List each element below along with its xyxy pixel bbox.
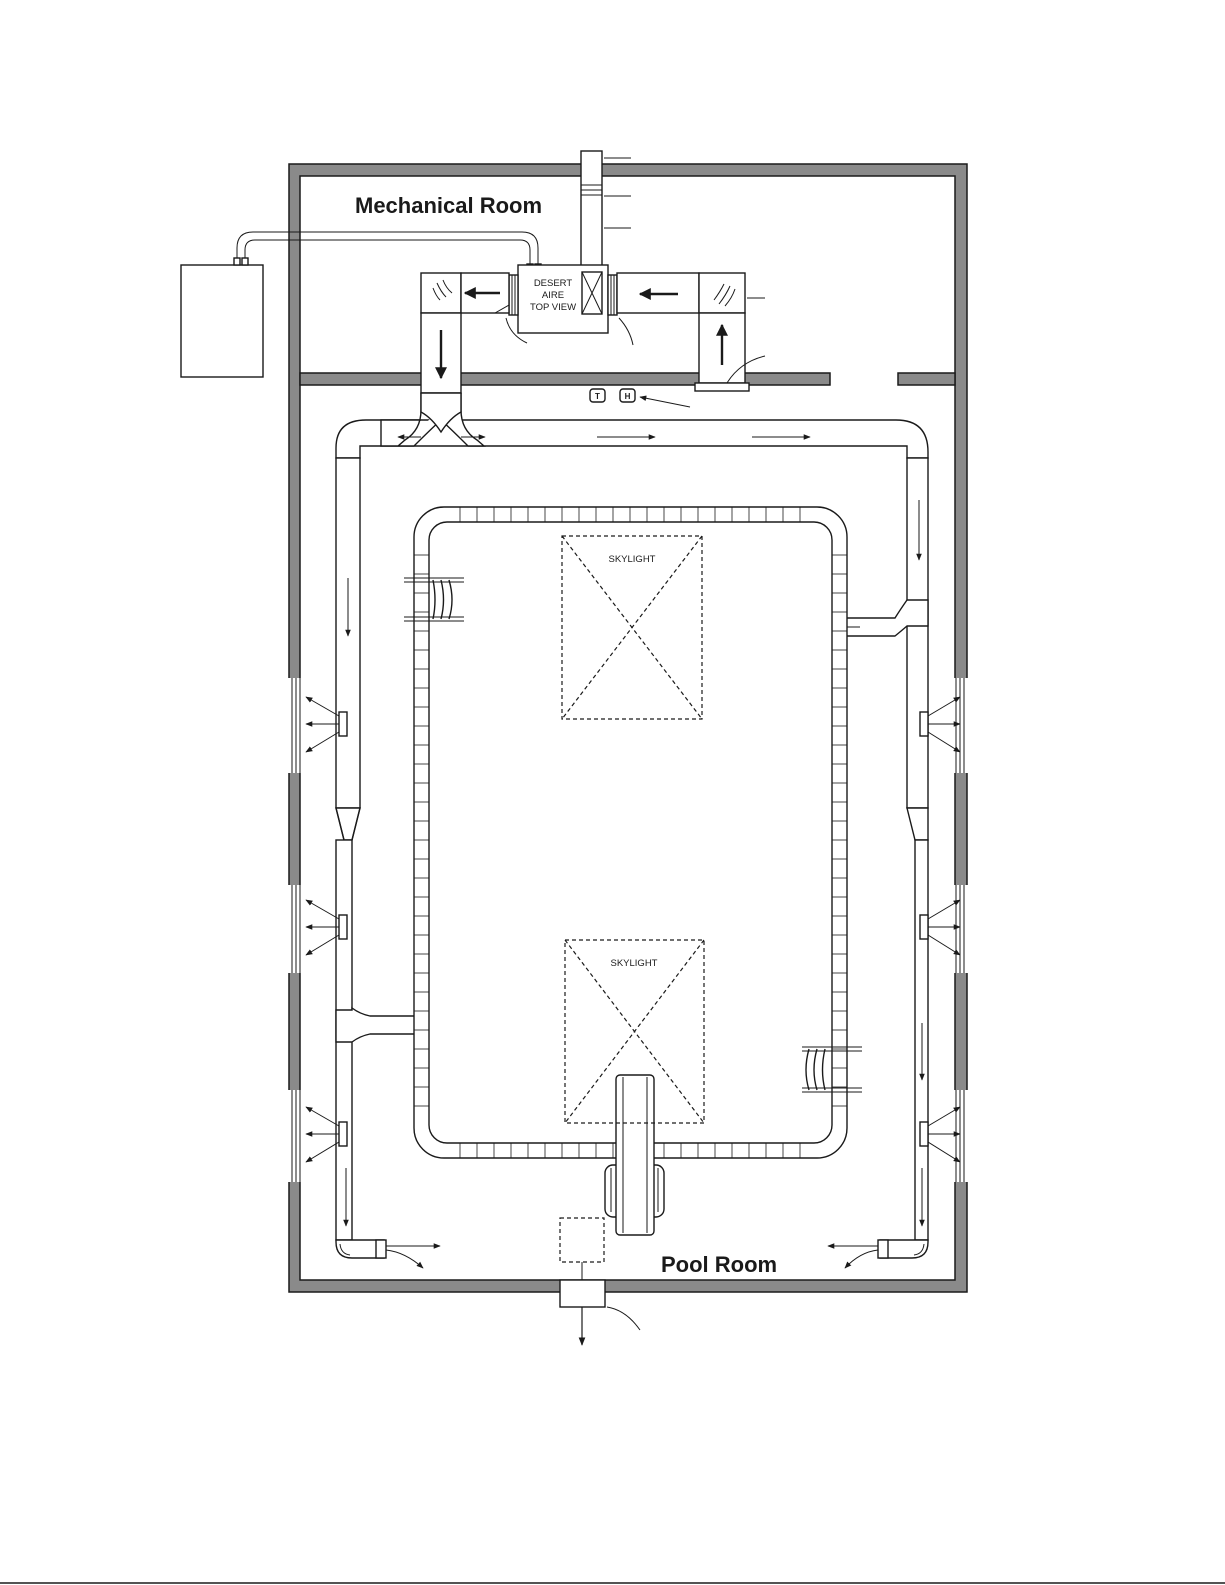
thermostat-label: T <box>595 392 600 401</box>
skylight-upper-label: SKYLIGHT <box>609 554 656 565</box>
pool-room-label: Pool Room <box>661 1252 777 1277</box>
thermostat-humidistat: T H <box>590 389 690 407</box>
skylight-lower-label: SKYLIGHT <box>611 958 658 969</box>
refrigerant-lines <box>234 232 541 271</box>
outdoor-condenser <box>181 265 263 377</box>
unit-label-line1: DESERT <box>534 278 573 289</box>
pool <box>414 507 847 1158</box>
humidistat-label: H <box>625 392 631 401</box>
mechanical-room-label: Mechanical Room <box>355 193 542 218</box>
unit-label-line3: TOP VIEW <box>530 302 576 313</box>
dehumidifier-unit: DESERT AIRE TOP VIEW <box>506 265 633 345</box>
unit-label-line2: AIRE <box>542 290 564 301</box>
